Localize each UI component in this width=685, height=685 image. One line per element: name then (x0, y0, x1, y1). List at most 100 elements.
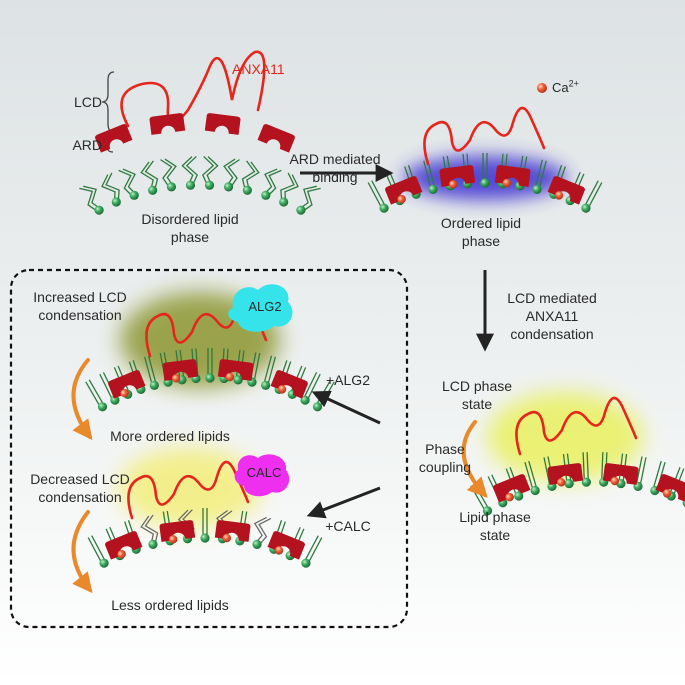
calcium-ion (505, 492, 514, 502)
lipid-tail (263, 168, 278, 196)
lipid-tail (140, 161, 154, 191)
lipid-tail (266, 356, 276, 387)
less-ordered-label: Less ordered lipids (111, 597, 229, 613)
ard-repeat (602, 463, 639, 486)
calcium-legend-label: Ca2+ (552, 79, 579, 97)
lipid-head (581, 203, 591, 213)
lipid-head (166, 182, 177, 192)
lipid-head (300, 395, 310, 405)
lipid-head (261, 190, 271, 200)
more-ordered-label: More ordered lipids (110, 428, 230, 444)
lipid-tail (253, 352, 261, 383)
ard-domain-shape (439, 165, 476, 187)
lipid-head (204, 180, 215, 190)
lipid-tail (105, 172, 120, 202)
lipid-head (379, 203, 389, 213)
lipid-head (185, 180, 196, 190)
ard-domain-shape (257, 124, 295, 153)
ard-domain-shape (95, 124, 133, 153)
calcium-ion (449, 180, 458, 189)
ard-domain-shape (493, 474, 531, 503)
lipid-tail (263, 355, 273, 385)
disordered-phase-line1: Disordered lipid (141, 211, 239, 227)
ard-repeat (385, 176, 423, 205)
phase-coupling-label: Phase coupling (405, 440, 485, 476)
lipid-tail (538, 160, 547, 191)
alg2-name: ALG2 (248, 299, 282, 314)
lipid-tail (160, 159, 173, 188)
ard-repeat (105, 531, 143, 560)
ard-domain-shape (159, 520, 196, 542)
calcium-ion (225, 372, 235, 382)
lipid-head (205, 373, 215, 383)
lipid-tail (635, 456, 643, 487)
ard-domain-shape (149, 113, 186, 135)
calcium-ion (169, 535, 178, 544)
calcium-ion (172, 374, 181, 383)
ard-domain-shape (655, 474, 685, 503)
ard-domain-shape (385, 176, 423, 205)
lipid-tail (543, 457, 551, 487)
lipid-tail (423, 160, 432, 191)
decreased-condensation-line1: Decreased LCD (30, 471, 130, 487)
lipid-tail (140, 515, 155, 546)
lipid-head (482, 506, 493, 516)
lipid-head (110, 395, 120, 405)
ard-domain-shape (204, 113, 241, 135)
ard-repeat (95, 124, 133, 153)
ard-domain-shape (105, 531, 143, 560)
lipid-head (242, 185, 252, 195)
lipid-tail (601, 452, 604, 483)
lipid-phase-state-line2: state (479, 527, 511, 543)
lipid-head (111, 197, 121, 207)
lcd-condensation-label: LCD mediated ANXA11 condensation (492, 289, 612, 343)
lipid-tail (367, 182, 383, 210)
lipid-tail (253, 516, 267, 545)
lipid-tail (206, 156, 219, 186)
lipid-tail (91, 535, 107, 563)
lipid-tail (306, 373, 321, 402)
lcd-condensation-line2: ANXA11 (525, 308, 579, 324)
phase-coupling-line1: Phase (425, 441, 465, 457)
calcium-ion (662, 489, 672, 498)
phase-coupling-line2: coupling (418, 459, 472, 475)
lipid-head (148, 539, 158, 549)
lipid-tail (122, 168, 137, 196)
lipid-tail (87, 537, 103, 565)
ard-repeat (267, 531, 305, 560)
lipid-tail (302, 372, 318, 400)
ard-repeat (217, 359, 254, 382)
lipid-phase-state-line1: Lipid phase (459, 509, 531, 525)
ard-domain-shape (270, 370, 308, 399)
calcium-ion (120, 388, 129, 398)
lipid-tail (371, 180, 387, 208)
calcium-ion (557, 478, 566, 487)
ard-repeat (149, 113, 186, 135)
calcium-ion (117, 549, 126, 559)
lipid-head (97, 402, 108, 412)
calcium-ion (397, 194, 406, 204)
lipid-tail (118, 169, 133, 197)
lipid-head (94, 205, 104, 215)
calcium-ion (554, 191, 564, 200)
lipid-head (223, 182, 234, 192)
lcd-phase-state-line2: state (461, 396, 493, 412)
ard-domain-shape (108, 370, 146, 399)
lipid-tail (246, 161, 260, 191)
calcium-ion (274, 546, 284, 555)
lipid-tail (258, 517, 272, 546)
lipid-tail (147, 355, 157, 385)
lipid-tail (144, 356, 154, 387)
ard-binding-line2: binding (312, 169, 358, 185)
anxa11-bound-ordered (385, 106, 585, 205)
calc-bound-anxa11 (105, 460, 305, 560)
anxa11-label: ANXA11 (232, 61, 285, 77)
ordered-phase-label: Ordered lipid phase (416, 214, 546, 250)
lipid-tail (586, 452, 589, 483)
lipid-tail (534, 159, 543, 190)
calc-arrow (306, 486, 381, 519)
lipid-head (279, 197, 289, 207)
lipid-head (261, 380, 271, 390)
alg2-protein-shape (228, 284, 293, 332)
